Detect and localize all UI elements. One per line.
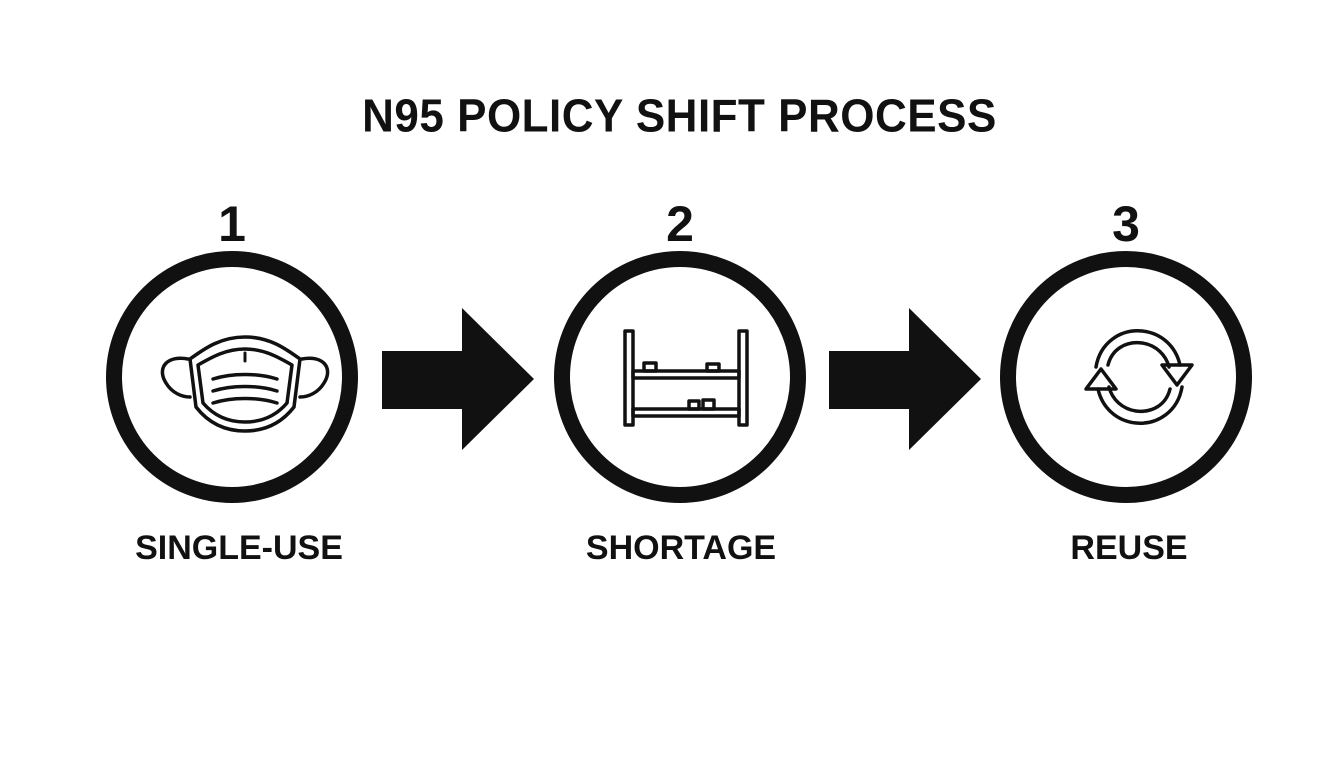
step-2-label: SHORTAGE: [585, 529, 777, 567]
step-3-number: 3: [1112, 196, 1140, 252]
step-1-number: 1: [218, 196, 246, 252]
step-1-circle: [106, 251, 358, 503]
empty-shelf-icon: [623, 329, 749, 427]
step-2-circle: [554, 251, 806, 503]
step-3-circle: [1000, 251, 1252, 503]
arrow-right-icon: [382, 308, 534, 450]
step-2-number: 2: [666, 196, 694, 252]
arrow-right-icon: [829, 308, 981, 450]
face-mask-icon: [160, 335, 330, 433]
recycle-arrows-icon: [1084, 329, 1194, 425]
step-1-label: SINGLE-USE: [135, 529, 343, 567]
diagram-title: N95 POLICY SHIFT PROCESS: [362, 90, 997, 143]
step-3-label: REUSE: [1070, 529, 1188, 567]
